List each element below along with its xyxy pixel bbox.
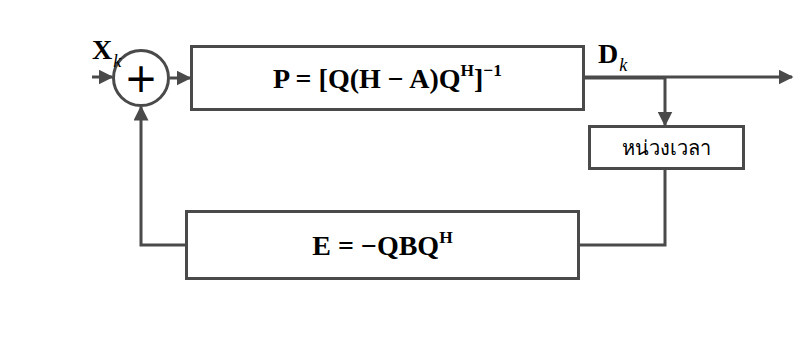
signal-connector <box>585 78 665 125</box>
node-text-row: + <box>124 56 158 100</box>
signal-name: X <box>92 36 112 64</box>
signal-connector <box>141 107 185 245</box>
node-text: ] <box>474 63 483 94</box>
signal-connector <box>170 77 190 80</box>
superscript-text: H <box>461 61 475 80</box>
node-text-row: P = [Q(H − A)QH]−1 <box>273 61 502 95</box>
signal-name: D <box>598 40 618 68</box>
node-text-row: หน่วงเวลา <box>622 137 711 159</box>
node-text: หน่วงเวลา <box>622 136 711 160</box>
delay-box: หน่วงเวลา <box>588 125 745 170</box>
process-box: P = [Q(H − A)QH]−1 <box>190 45 585 111</box>
node-text: + <box>124 55 158 101</box>
signal-subscript: k <box>619 56 627 74</box>
input-arrow <box>92 76 112 79</box>
feedback-box: E = −QBQH <box>185 210 580 280</box>
superscript-text: −1 <box>483 61 502 80</box>
node-text-row: E = −QBQH <box>312 228 452 262</box>
node-text: E = −QBQ <box>312 230 439 261</box>
signal-subscript: k <box>113 52 121 70</box>
superscript-text: H <box>439 228 453 247</box>
signal-connector <box>580 170 665 245</box>
node-text: P = [Q(H − A)Q <box>273 63 460 94</box>
